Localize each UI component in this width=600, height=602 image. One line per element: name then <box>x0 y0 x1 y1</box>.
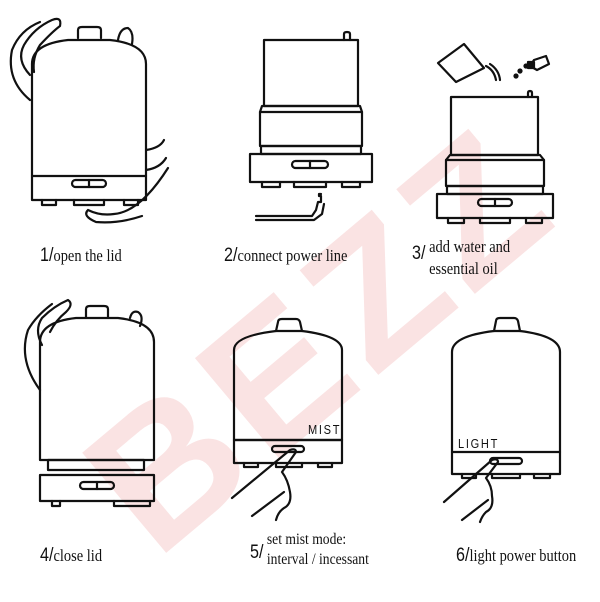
mist-button-label: MIST <box>308 422 342 437</box>
finger-press-light-button-icon <box>442 316 562 524</box>
hand-lifting-lid-icon <box>9 17 170 224</box>
step-4-number: 4/ <box>40 545 54 566</box>
pouring-water-and-oil-icon <box>435 42 555 225</box>
finger-press-mist-button-icon <box>230 317 344 522</box>
step-1-text: open the lid <box>53 246 122 265</box>
step-4-caption: 4/close lid <box>40 545 102 567</box>
step-5-number: 5/ <box>250 542 264 563</box>
step-1-number: 1/ <box>40 245 54 266</box>
step-5-caption: 5/ set mist mode: interval / incessant <box>250 530 369 570</box>
base-with-power-plug-icon <box>248 30 374 222</box>
step-6-caption: 6/light power button <box>456 545 576 567</box>
hand-placing-lid-icon <box>23 298 156 508</box>
step-2-text: connect power line <box>237 246 348 265</box>
step-4-text: close lid <box>53 546 103 565</box>
step-5-text-line1: set mist mode: <box>266 531 347 548</box>
step-3-number: 3/ <box>412 243 426 264</box>
step-2-caption: 2/connect power line <box>224 245 347 267</box>
step-6-number: 6/ <box>456 545 470 566</box>
step-3-text-line1: add water and <box>429 237 511 256</box>
step-6-text: light power button <box>469 546 577 565</box>
step-3-caption: 3/ add water and essential oil <box>412 236 510 280</box>
step-3-text-line2: essential oil <box>429 259 498 278</box>
step-1-caption: 1/open the lid <box>40 245 122 267</box>
step-2-number: 2/ <box>224 245 238 266</box>
step-5-text-line2: interval / incessant <box>266 551 369 568</box>
light-button-label: LIGHT <box>458 436 500 451</box>
